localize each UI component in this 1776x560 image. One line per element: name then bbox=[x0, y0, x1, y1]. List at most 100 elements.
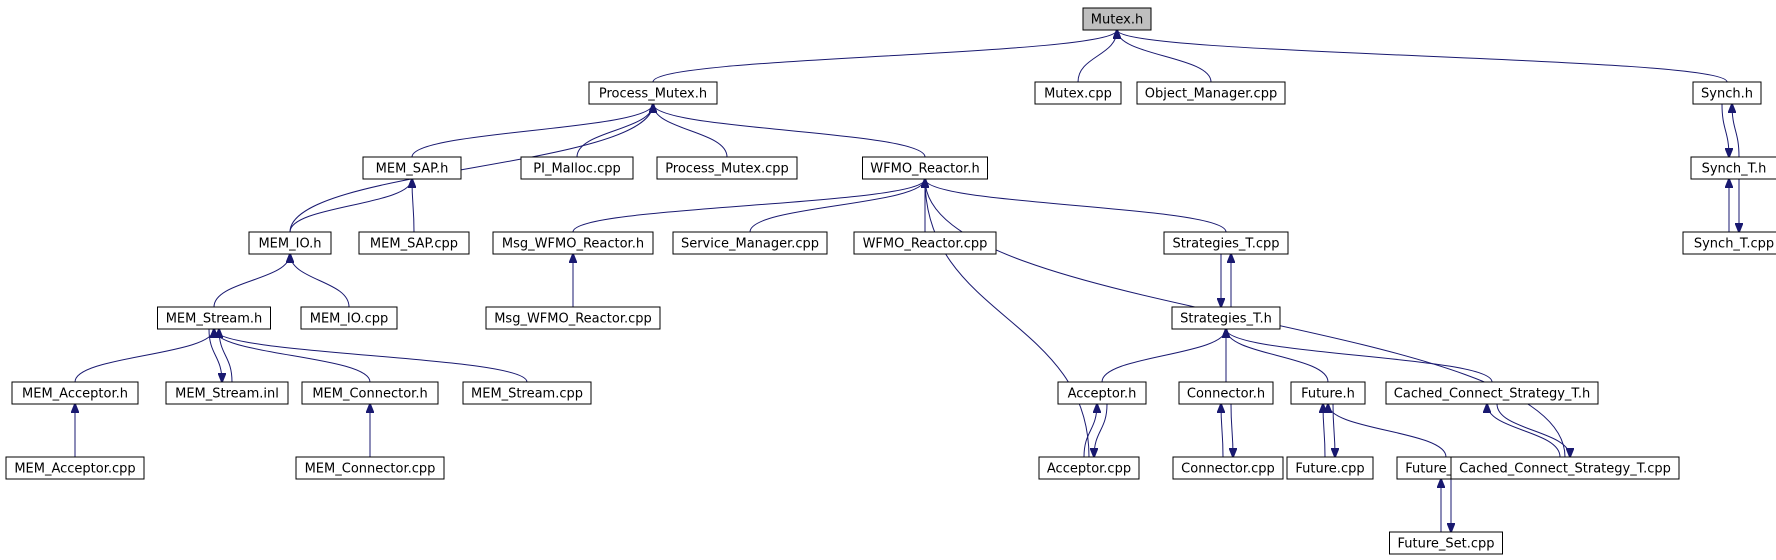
node-mem-sap-cpp[interactable]: MEM_SAP.cpp bbox=[358, 231, 470, 255]
node-box bbox=[1389, 531, 1503, 555]
node-label: WFMO_Reactor.cpp bbox=[863, 237, 988, 252]
node-box bbox=[1290, 381, 1366, 405]
node-process-mutex-h[interactable]: Process_Mutex.h bbox=[588, 81, 718, 105]
node-box bbox=[588, 81, 718, 105]
node-wfmo-reactor-cpp[interactable]: WFMO_Reactor.cpp bbox=[853, 231, 997, 255]
node-acceptor-cpp[interactable]: Acceptor.cpp bbox=[1038, 456, 1140, 480]
edge-mem_stream_h-to-mem_stream_inl bbox=[208, 328, 222, 382]
node-mem-io-cpp[interactable]: MEM_IO.cpp bbox=[300, 306, 398, 330]
node-strategies-t-h[interactable]: Strategies_T.h bbox=[1171, 306, 1281, 330]
node-mem-io-h[interactable]: MEM_IO.h bbox=[248, 231, 332, 255]
node-box bbox=[656, 156, 798, 180]
node-box bbox=[492, 231, 654, 255]
node-synch-t-cpp[interactable]: Synch_T.cpp bbox=[1682, 231, 1776, 255]
node-box bbox=[1038, 456, 1140, 480]
node-msg-wfmo-reactor-cpp[interactable]: Msg_WFMO_Reactor.cpp bbox=[485, 306, 661, 330]
node-mem-acceptor-cpp[interactable]: MEM_Acceptor.cpp bbox=[5, 456, 145, 480]
node-box bbox=[1450, 456, 1680, 480]
node-box bbox=[295, 456, 445, 480]
node-label: MEM_IO.h bbox=[258, 237, 321, 252]
node-box bbox=[1692, 81, 1762, 105]
node-label: Cached_Connect_Strategy_T.h bbox=[1394, 387, 1590, 402]
edge-mem_stream_cpp-to-mem_stream_h bbox=[214, 329, 528, 383]
node-label: Cached_Connect_Strategy_T.cpp bbox=[1459, 462, 1671, 477]
edge-msg_wfmo_reactor_h-to-wfmo_reactor_h bbox=[572, 179, 925, 233]
node-label: MEM_SAP.h bbox=[376, 162, 449, 177]
edge-wfmo_reactor_h-to-process_mutex_h bbox=[653, 104, 926, 158]
node-label: MEM_IO.cpp bbox=[310, 312, 388, 327]
node-label: PI_Malloc.cpp bbox=[533, 162, 620, 177]
node-label: MEM_Connector.cpp bbox=[305, 462, 436, 477]
node-mutex-h[interactable]: Mutex.h bbox=[1082, 7, 1152, 31]
node-box bbox=[248, 231, 332, 255]
node-mem-stream-h[interactable]: MEM_Stream.h bbox=[157, 306, 271, 330]
node-object-manager-cpp[interactable]: Object_Manager.cpp bbox=[1136, 81, 1286, 105]
node-box bbox=[1034, 81, 1122, 105]
node-cached-connect-strategy-t-h[interactable]: Cached_Connect_Strategy_T.h bbox=[1385, 381, 1599, 405]
node-box bbox=[520, 156, 634, 180]
node-mem-sap-h[interactable]: MEM_SAP.h bbox=[362, 156, 462, 180]
node-future-cpp[interactable]: Future.cpp bbox=[1286, 456, 1374, 480]
node-mutex-cpp[interactable]: Mutex.cpp bbox=[1034, 81, 1122, 105]
edge-acceptor_h-to-acceptor_cpp bbox=[1094, 403, 1108, 457]
node-box bbox=[1286, 456, 1374, 480]
node-box bbox=[358, 231, 470, 255]
node-box bbox=[1385, 381, 1599, 405]
node-label: MEM_Acceptor.cpp bbox=[14, 462, 135, 477]
node-wfmo-reactor-h[interactable]: WFMO_Reactor.h bbox=[862, 156, 988, 180]
edge-acceptor_cpp-to-wfmo_reactor_h bbox=[925, 179, 1090, 458]
node-box bbox=[1163, 231, 1289, 255]
node-cached-connect-strategy-t-cpp[interactable]: Cached_Connect_Strategy_T.cpp bbox=[1450, 456, 1680, 480]
node-connector-cpp[interactable]: Connector.cpp bbox=[1172, 456, 1284, 480]
node-mem-connector-cpp[interactable]: MEM_Connector.cpp bbox=[295, 456, 445, 480]
node-label: MEM_Acceptor.h bbox=[22, 387, 128, 402]
edge-mem_sap_cpp-to-mem_sap_h bbox=[412, 179, 414, 233]
node-box bbox=[1178, 381, 1274, 405]
node-mem-stream-cpp[interactable]: MEM_Stream.cpp bbox=[462, 381, 592, 405]
node-label: Connector.h bbox=[1187, 387, 1265, 402]
node-process-mutex-cpp[interactable]: Process_Mutex.cpp bbox=[656, 156, 798, 180]
edge-future_h-to-future_cpp bbox=[1333, 403, 1335, 457]
edge-cached_connect_strategy_t_cpp-to-cached_connect_strategy_t_h bbox=[1487, 404, 1561, 458]
node-future-set-cpp[interactable]: Future_Set.cpp bbox=[1389, 531, 1503, 555]
node-label: Synch_T.cpp bbox=[1694, 237, 1774, 252]
node-label: Mutex.cpp bbox=[1044, 87, 1112, 102]
node-future-h[interactable]: Future.h bbox=[1290, 381, 1366, 405]
node-label: Strategies_T.h bbox=[1180, 312, 1272, 327]
node-box bbox=[462, 381, 592, 405]
node-label: MEM_Stream.h bbox=[166, 312, 263, 327]
node-synch-h[interactable]: Synch.h bbox=[1692, 81, 1762, 105]
node-box bbox=[1082, 7, 1152, 31]
node-pi-malloc-cpp[interactable]: PI_Malloc.cpp bbox=[520, 156, 634, 180]
edge-mem_sap_h-to-process_mutex_h bbox=[411, 104, 653, 158]
node-label: MEM_SAP.cpp bbox=[370, 237, 458, 252]
node-label: Mutex.h bbox=[1091, 13, 1143, 28]
node-box bbox=[862, 156, 988, 180]
node-mem-stream-inl[interactable]: MEM_Stream.inl bbox=[165, 381, 289, 405]
edge-process_mutex_cpp-to-process_mutex_h bbox=[653, 104, 728, 158]
node-label: MEM_Stream.cpp bbox=[471, 387, 583, 402]
node-msg-wfmo-reactor-h[interactable]: Msg_WFMO_Reactor.h bbox=[492, 231, 654, 255]
node-box bbox=[1172, 456, 1284, 480]
node-mem-acceptor-h[interactable]: MEM_Acceptor.h bbox=[11, 381, 139, 405]
node-label: Future.h bbox=[1301, 387, 1355, 402]
node-label: Acceptor.h bbox=[1068, 387, 1137, 402]
node-strategies-t-cpp[interactable]: Strategies_T.cpp bbox=[1163, 231, 1289, 255]
node-label: Process_Mutex.h bbox=[599, 87, 707, 102]
node-mem-connector-h[interactable]: MEM_Connector.h bbox=[301, 381, 439, 405]
node-acceptor-h[interactable]: Acceptor.h bbox=[1057, 381, 1147, 405]
edge-pi_malloc_cpp-to-process_mutex_h bbox=[576, 104, 653, 158]
node-box bbox=[1682, 231, 1776, 255]
node-box bbox=[5, 456, 145, 480]
node-label: MEM_Connector.h bbox=[312, 387, 427, 402]
node-service-manager-cpp[interactable]: Service_Manager.cpp bbox=[672, 231, 828, 255]
node-label: Strategies_T.cpp bbox=[1172, 237, 1279, 252]
node-connector-h[interactable]: Connector.h bbox=[1178, 381, 1274, 405]
node-box bbox=[165, 381, 289, 405]
edge-acceptor_cpp-to-acceptor_h bbox=[1083, 404, 1097, 458]
node-box bbox=[11, 381, 139, 405]
edge-mem_stream_h-to-mem_io_h bbox=[213, 254, 290, 308]
node-synch-t-h[interactable]: Synch_T.h bbox=[1690, 156, 1776, 180]
node-box bbox=[300, 306, 398, 330]
